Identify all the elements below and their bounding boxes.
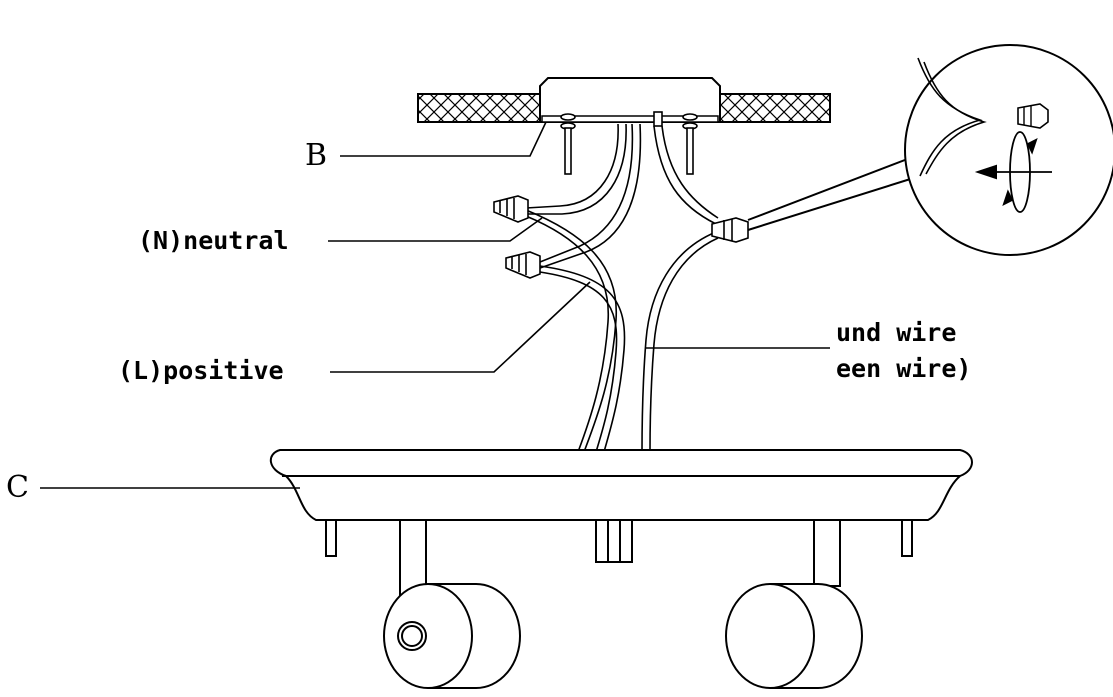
mounting-screws [560, 111, 698, 175]
zoom-detail [747, 44, 1113, 256]
junction-box [539, 77, 721, 123]
label-ground-line2: een wire) [836, 354, 972, 383]
wire-nut-connectors [493, 195, 749, 279]
fixture-plate [270, 449, 973, 563]
label-b: B [305, 138, 328, 173]
wires [525, 123, 719, 453]
lamp-heads [383, 519, 863, 689]
label-positive: (L)positive [118, 356, 284, 385]
label-neutral: (N)neutral [138, 226, 289, 255]
label-c: C [6, 470, 29, 505]
ceiling [417, 93, 831, 123]
leader-lines [40, 121, 830, 489]
label-ground-line1: und wire [836, 318, 957, 347]
